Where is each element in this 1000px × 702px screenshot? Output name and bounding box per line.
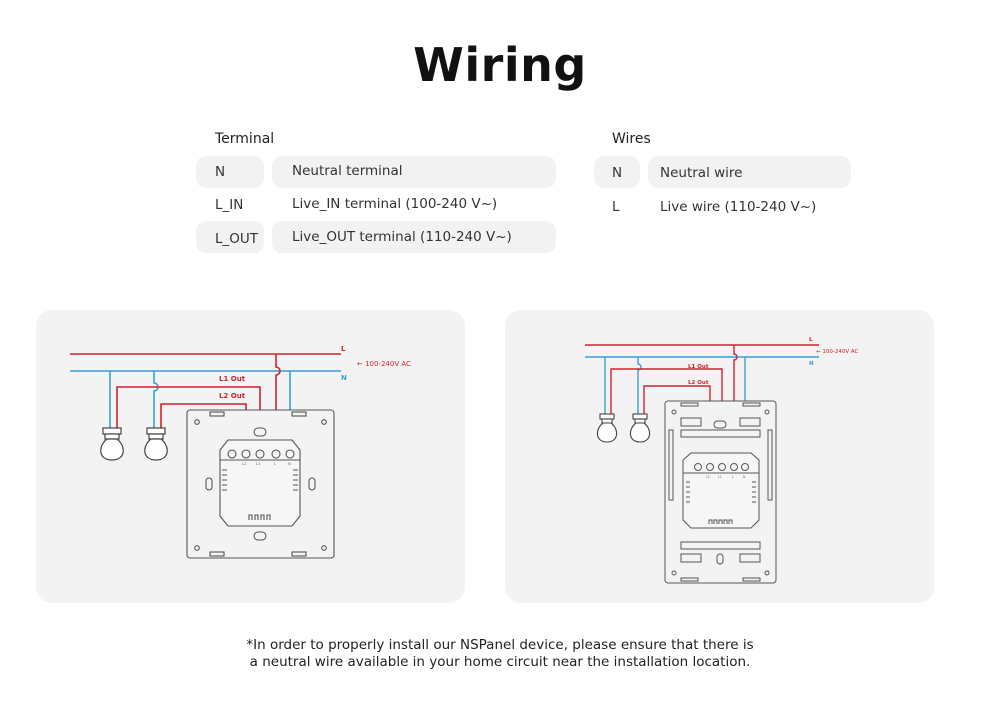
- terminal-label-l1: L1: [256, 461, 261, 466]
- terminal-desc: Live_IN terminal (100-240 V~): [292, 196, 498, 212]
- l1-out-label: L1 Out: [688, 364, 709, 370]
- supply-voltage-label: ← 100-240V AC: [816, 349, 859, 355]
- terminal-desc-pill: [272, 221, 556, 253]
- wire-desc-pill: [648, 156, 851, 188]
- terminal-label-l: L: [274, 461, 277, 466]
- wire-code: N: [612, 165, 623, 181]
- wires-heading: Wires: [612, 131, 651, 147]
- terminal-desc-pill: [272, 156, 556, 188]
- terminal-label-l: L: [732, 475, 734, 479]
- terminal-code: N: [215, 164, 226, 180]
- terminal-desc: Live_OUT terminal (110-240 V~): [292, 229, 512, 245]
- terminal-label-l2: L2: [242, 461, 247, 466]
- neutral-label: N: [809, 361, 814, 367]
- terminal-label-l1: L1: [718, 475, 722, 479]
- terminal-code-pill: [196, 156, 264, 188]
- neutral-label: N: [341, 374, 347, 382]
- neutral-wire-note: *In order to properly install our NSPane…: [0, 637, 1000, 671]
- live-label: L: [809, 337, 813, 343]
- l1-out-label: L1 Out: [219, 375, 246, 383]
- terminal-code-pill: [196, 221, 264, 253]
- l2-out-label: L2 Out: [688, 380, 709, 386]
- terminal-heading: Terminal: [215, 131, 275, 147]
- live-feed-wire: [275, 354, 281, 456]
- wire-desc: Live wire (110-240 V~): [660, 199, 817, 215]
- wire-code: L: [612, 199, 620, 215]
- terminal-label-n: N: [743, 475, 746, 479]
- wiring-diagram-us: L N ← 100-240V AC L1 Out L2 Out: [585, 337, 859, 584]
- note-line-2: a neutral wire available in your home ci…: [249, 654, 751, 670]
- bulb-1-icon: [596, 413, 618, 443]
- terminal-desc: Neutral terminal: [292, 163, 403, 179]
- wire-code-pill: [594, 156, 640, 188]
- switch-back-plate-eu: [186, 409, 335, 559]
- terminal-code: L_IN: [215, 197, 244, 213]
- terminal-code: L_OUT: [215, 231, 259, 247]
- terminal-label-n: N: [288, 461, 291, 466]
- bulb2-neutral-wire: [637, 357, 642, 414]
- supply-voltage-label: ← 100-240V AC: [357, 360, 411, 368]
- live-feed-wire: [733, 345, 738, 469]
- l2-out-label: L2 Out: [219, 392, 246, 400]
- bulb-2-icon: [144, 427, 168, 461]
- page-title: Wiring: [413, 38, 587, 92]
- terminal-label-l2: L2: [706, 475, 710, 479]
- switch-back-plate-us: [664, 400, 777, 584]
- bulb2-neutral-wire: [153, 371, 159, 428]
- wire-desc: Neutral wire: [660, 165, 743, 181]
- wiring-diagram-eu: L N ← 100-240V AC L1 Out L2 Out: [70, 345, 411, 559]
- bulb-2-icon: [629, 413, 651, 443]
- bulb-1-icon: [100, 427, 124, 461]
- note-line-1: *In order to properly install our NSPane…: [246, 637, 754, 653]
- live-label: L: [341, 345, 346, 353]
